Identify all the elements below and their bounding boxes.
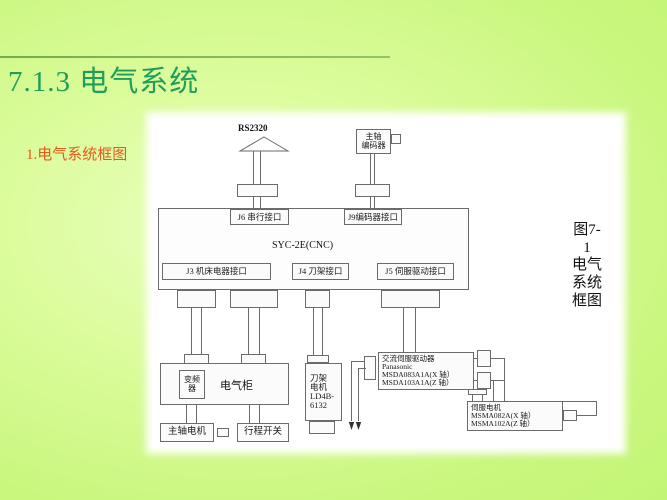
- servo-arrow-stem-b: [358, 368, 359, 421]
- spindle-motor-box: 主轴电机: [160, 423, 214, 442]
- bus-line-j3a-left: [191, 308, 192, 355]
- rs232-stem-left: [253, 151, 254, 185]
- limit-switch-box: 行程开关: [237, 423, 289, 442]
- cabinet-to-spindle-right: [196, 405, 197, 424]
- servo-drive-right-connector-bottom: [477, 372, 491, 389]
- servo-motor-right-stub: [563, 410, 577, 421]
- servo-right-bus-top: [491, 358, 505, 359]
- servo-motor-link-right: [577, 415, 597, 416]
- turret-motor-line2: 电机: [310, 382, 328, 393]
- bus-line-turret-right: [322, 308, 323, 356]
- encoder-connector-box: [355, 184, 390, 197]
- spindle-motor-stub: [217, 428, 229, 437]
- servo-motor-link-right-vert: [596, 401, 597, 416]
- port-j3-label: J3 机床电器接口: [186, 266, 247, 277]
- rs232-connector-box: [237, 184, 278, 197]
- port-j5-servo-drive: J5 伺服驱动接口: [377, 263, 454, 280]
- rs232-drop-left: [253, 197, 254, 209]
- figure-caption-line1: 图7-1: [573, 222, 601, 256]
- bus-line-turret-left: [313, 308, 314, 356]
- turret-bottom-stub: [309, 421, 335, 434]
- cnc-model-label: SYC-2E(CNC): [272, 240, 334, 251]
- cabinet-to-spindle-left: [186, 405, 187, 424]
- port-j4-label: J4 刀架接口: [298, 266, 343, 277]
- bus-line-j3b-left: [248, 308, 249, 355]
- spindle-motor-label: 主轴电机: [167, 426, 206, 437]
- servo-motor-top-stub: [468, 389, 487, 395]
- servo-motor-box: 伺服电机 MSMA082A(X 轴） MSMA102A(Z 轴）: [467, 401, 563, 431]
- port-j5-label: J5 伺服驱动接口: [385, 266, 446, 277]
- cabinet-to-limit-left: [249, 405, 250, 424]
- connector-stub-j5: [381, 290, 440, 308]
- servo-arrow-line-b: [358, 368, 366, 369]
- inverter-box: 变频 器: [179, 370, 205, 399]
- encoder-drop-right: [374, 197, 375, 209]
- servo-drive-line1: 交流伺服驱动器: [382, 354, 435, 364]
- connector-stub-j3-b: [230, 290, 278, 308]
- port-j3-machine-electric: J3 机床电器接口: [162, 263, 271, 280]
- servo-drive-line2: Panasonic: [382, 362, 413, 372]
- servo-arrow-line-a: [351, 361, 364, 362]
- servo-drive-line3: MSDA083A1A(X 轴）: [382, 370, 455, 379]
- bus-line-j3b-right: [259, 308, 260, 355]
- servo-motor-feed-right: [482, 394, 483, 402]
- servo-motor-line2: MSMA082A(X 轴）: [471, 411, 536, 421]
- section-subtitle: 1.电气系统框图: [26, 147, 128, 163]
- servo-right-bus-bottom: [491, 380, 505, 381]
- turret-motor-line3: LD4B-: [310, 391, 335, 401]
- figure-caption-line2: 电气: [571, 257, 602, 274]
- connector-stub-j4: [305, 290, 330, 308]
- rs232-drop-right: [260, 197, 261, 209]
- servo-arrow-stem-a: [351, 361, 352, 421]
- inverter-label-line1: 变频: [184, 375, 200, 385]
- spindle-encoder-label-line2: 编码器: [361, 140, 386, 150]
- servo-motor-line1: 伺服电机: [471, 403, 501, 413]
- servo-right-link-bottom: [474, 380, 478, 381]
- port-j9-encoder: J9编码器接口: [344, 209, 402, 225]
- bus-line-servo-left: [403, 308, 404, 353]
- turret-top-stub: [307, 355, 329, 363]
- servo-right-bus-vert-a: [504, 358, 505, 413]
- encoder-drop-left: [370, 197, 371, 209]
- turret-motor-line4: 6132: [310, 399, 327, 410]
- connector-stub-j3-a: [177, 290, 216, 308]
- servo-motor-link-top: [504, 401, 597, 402]
- servo-drive-text-box: 交流伺服驱动器 Panasonic MSDA083A1A(X 轴） MSDA10…: [378, 352, 474, 390]
- servo-motor-line3: MSMA102A(Z 轴）: [471, 418, 535, 428]
- port-j9-label: J9编码器接口: [347, 211, 399, 222]
- turret-motor-line1: 刀架: [310, 373, 328, 384]
- figure-caption: 图7-1 电气 系统 框图: [570, 222, 604, 310]
- servo-right-link-top: [474, 358, 478, 359]
- figure-caption-line3: 系统: [571, 275, 602, 292]
- rs232-stem-right: [260, 151, 261, 185]
- diagram-panel: RS2320 主轴 编码器 J6 串行接口 J9编码器接口 SYC-2E(CNC…: [152, 118, 620, 448]
- rs232-label: RS2320: [238, 123, 268, 133]
- bus-line-servo-right: [415, 308, 416, 353]
- page-title: 7.1.3 电气系统: [8, 66, 200, 98]
- servo-drive-line4: MSDA103A1A(Z 轴）: [382, 377, 454, 387]
- rs232-antenna-icon: [238, 136, 290, 152]
- figure-caption-line4: 框图: [571, 292, 602, 309]
- port-j4-turret: J4 刀架接口: [292, 263, 349, 280]
- cabinet-label: 电气柜: [220, 380, 253, 392]
- port-j6-label: J6 串行接口: [237, 211, 282, 222]
- encoder-stem-left: [370, 154, 371, 185]
- servo-arrowheads-icon: [348, 422, 362, 430]
- spindle-encoder-label-line1: 主轴: [365, 132, 382, 142]
- spindle-encoder-box: 主轴 编码器: [356, 129, 391, 154]
- header-divider: [0, 56, 390, 58]
- encoder-stem-right: [374, 154, 375, 185]
- cabinet-to-limit-right: [259, 405, 260, 424]
- limit-switch-label: 行程开关: [243, 426, 282, 437]
- turret-motor-box: 刀架 电机 LD4B- 6132: [305, 363, 342, 421]
- spindle-encoder-stub: [391, 134, 401, 144]
- servo-right-bus-vert-b: [493, 380, 494, 402]
- inverter-label-line2: 器: [188, 383, 196, 393]
- bus-line-j3a-right: [201, 308, 202, 355]
- port-j6-serial: J6 串行接口: [230, 209, 289, 225]
- servo-drive-right-connector-top: [477, 350, 491, 367]
- servo-motor-feed-left: [472, 394, 473, 402]
